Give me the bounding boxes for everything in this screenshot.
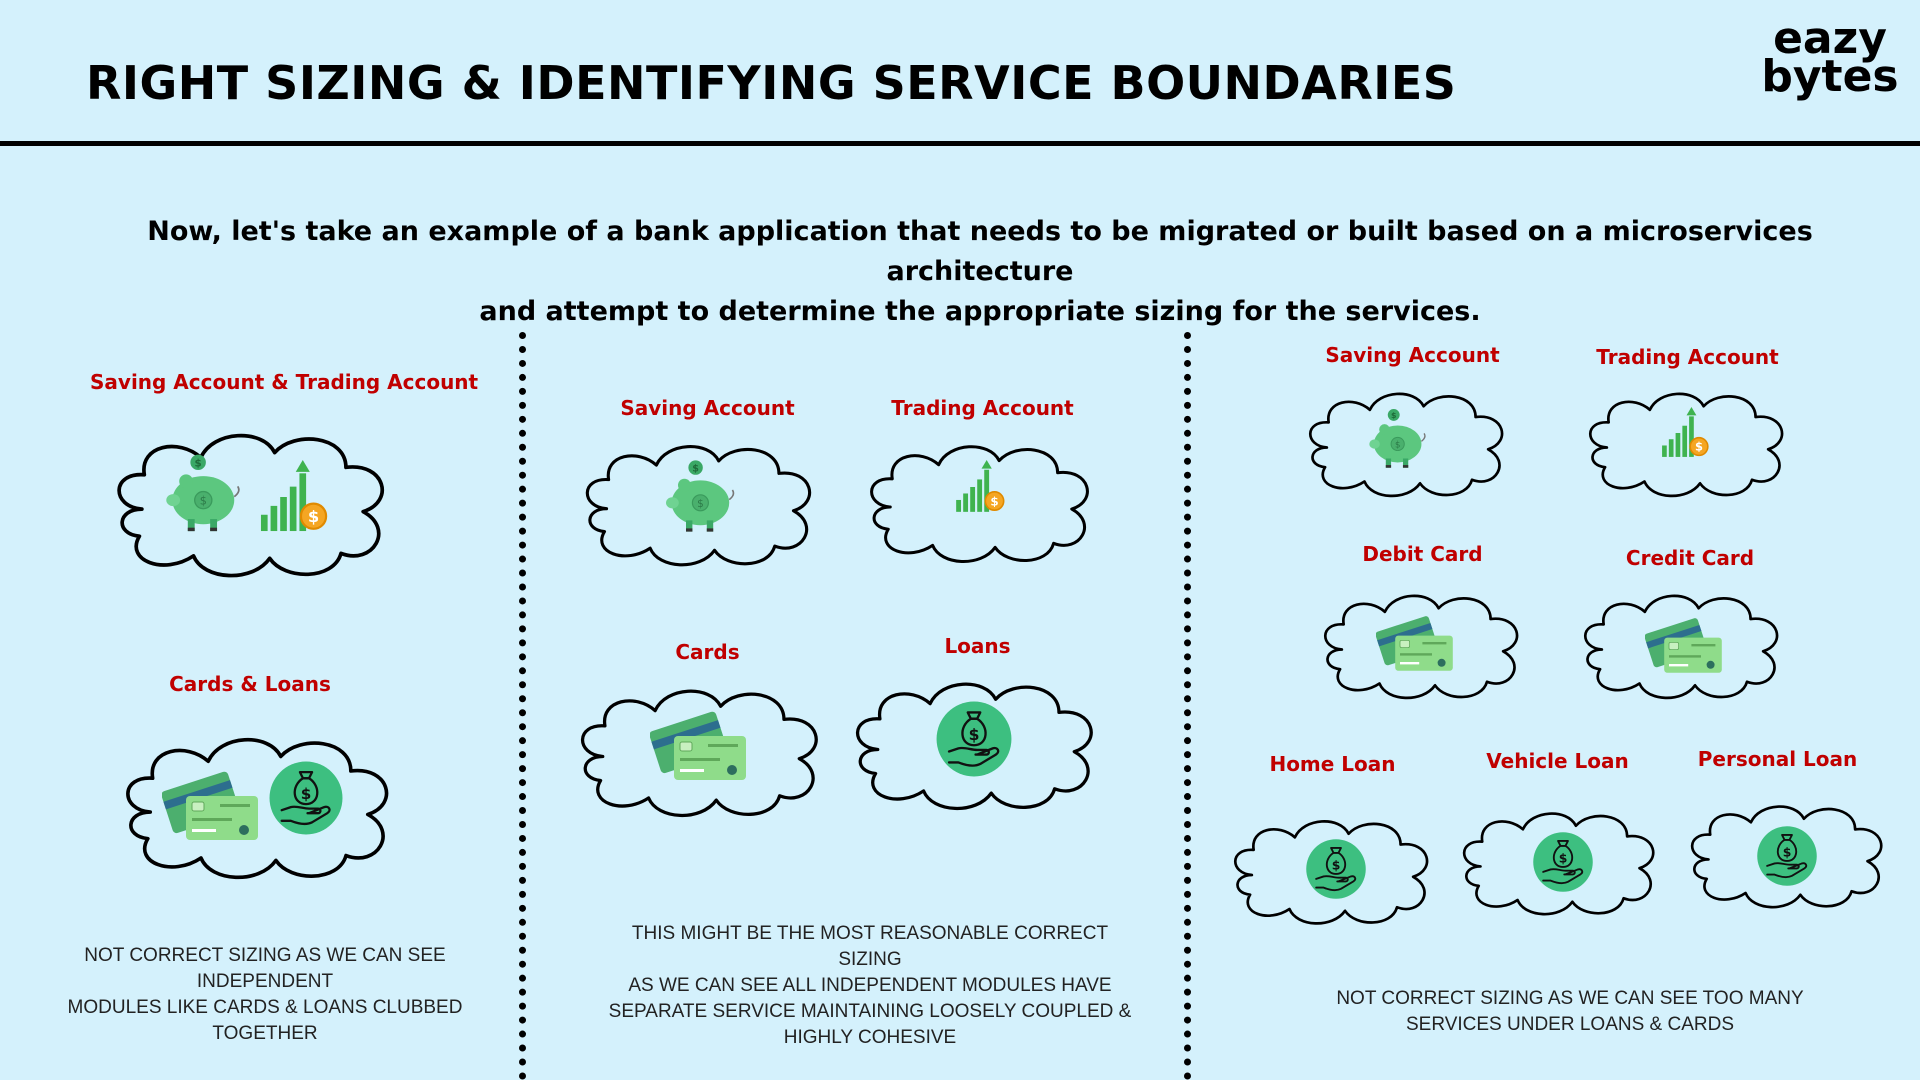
credit-card-icon [1376,610,1456,674]
service-home-loan: Home Loan [1225,752,1440,932]
column-divider-right [1184,332,1191,1080]
loan-hand-icon [1305,838,1367,900]
logo-line-2: bytes [1761,51,1899,102]
growth-chart-icon [954,460,1008,514]
service-cards-loans: Cards & Loans [90,672,410,897]
title-divider [0,141,1920,146]
note-line: THIS MIGHT BE THE MOST REASONABLE CORREC… [631,923,1109,970]
cloud-shape [105,418,400,588]
service-trading-account: Trading Account [860,396,1105,571]
note-line: SEPARATE SERVICE MAINTAINING LOOSELY COU… [608,1001,1132,1022]
column-divider-left [519,332,526,1080]
loan-hand-icon [1756,825,1818,887]
service-saving-trading: Saving Account & Trading Account [90,370,479,590]
logo-line-1: eazy [1773,13,1887,64]
service-loans: Loans [845,634,1110,824]
service-vehicle-loan: Vehicle Loan [1450,749,1665,929]
service-label: Trading Account [1596,345,1779,369]
note-line: HIGHLY COHESIVE [783,1027,957,1048]
column1-verdict: NOT CORRECT SIZING AS WE CAN SEE INDEPEN… [20,943,510,1047]
service-personal-loan: Personal Loan [1670,747,1885,922]
intro-line-1: Now, let's take an example of a bank app… [147,216,1813,287]
service-saving-account: Saving Account [1300,343,1525,508]
note-line: NOT CORRECT SIZING AS WE CAN SEE TOO MAN… [1336,988,1804,1009]
piggy-bank-icon [162,452,248,538]
column3-verdict: NOT CORRECT SIZING AS WE CAN SEE TOO MAN… [1320,986,1820,1038]
note-line: MODULES LIKE CARDS & LOANS CLUBBED TOGET… [67,997,463,1044]
growth-chart-icon [1660,407,1712,459]
note-line: AS WE CAN SEE ALL INDEPENDENT MODULES HA… [628,975,1112,996]
column2-verdict: THIS MIGHT BE THE MOST REASONABLE CORREC… [600,921,1140,1051]
growth-chart-icon [258,460,332,534]
service-label: Saving Account [620,396,795,420]
intro-text: Now, let's take an example of a bank app… [140,212,1820,332]
loan-hand-icon [935,700,1013,778]
service-label: Home Loan [1269,752,1396,776]
intro-line-2: and attempt to determine the appropriate… [479,296,1481,327]
service-label: Cards [675,640,740,664]
service-label: Vehicle Loan [1486,749,1629,773]
service-label: Trading Account [891,396,1074,420]
service-credit-card: Credit Card [1575,546,1805,711]
loan-hand-icon [1532,831,1594,893]
service-saving-account: Saving Account [570,396,845,576]
service-label: Personal Loan [1697,747,1858,771]
eazybytes-logo: eazy bytes [1760,13,1900,102]
service-label: Loans [944,634,1011,658]
service-debit-card: Debit Card [1310,542,1535,712]
piggy-bank-icon [1366,407,1432,473]
service-label: Credit Card [1625,546,1755,570]
service-label: Debit Card [1362,542,1483,566]
service-label: Saving Account [1325,343,1500,367]
note-line: NOT CORRECT SIZING AS WE CAN SEE INDEPEN… [84,945,446,992]
service-cards: Cards [570,640,845,825]
note-line: SERVICES UNDER LOANS & CARDS [1405,1014,1734,1035]
credit-card-icon [162,764,262,844]
service-label: Saving Account & Trading Account [90,370,479,394]
credit-card-icon [1645,612,1725,676]
service-label: Cards & Loans [169,672,331,696]
service-trading-account: Trading Account [1580,345,1795,510]
page-title: RIGHT SIZING & IDENTIFYING SERVICE BOUND… [86,56,1457,110]
loan-hand-icon [268,760,344,836]
credit-card-icon [650,704,750,784]
piggy-bank-icon [662,458,742,538]
